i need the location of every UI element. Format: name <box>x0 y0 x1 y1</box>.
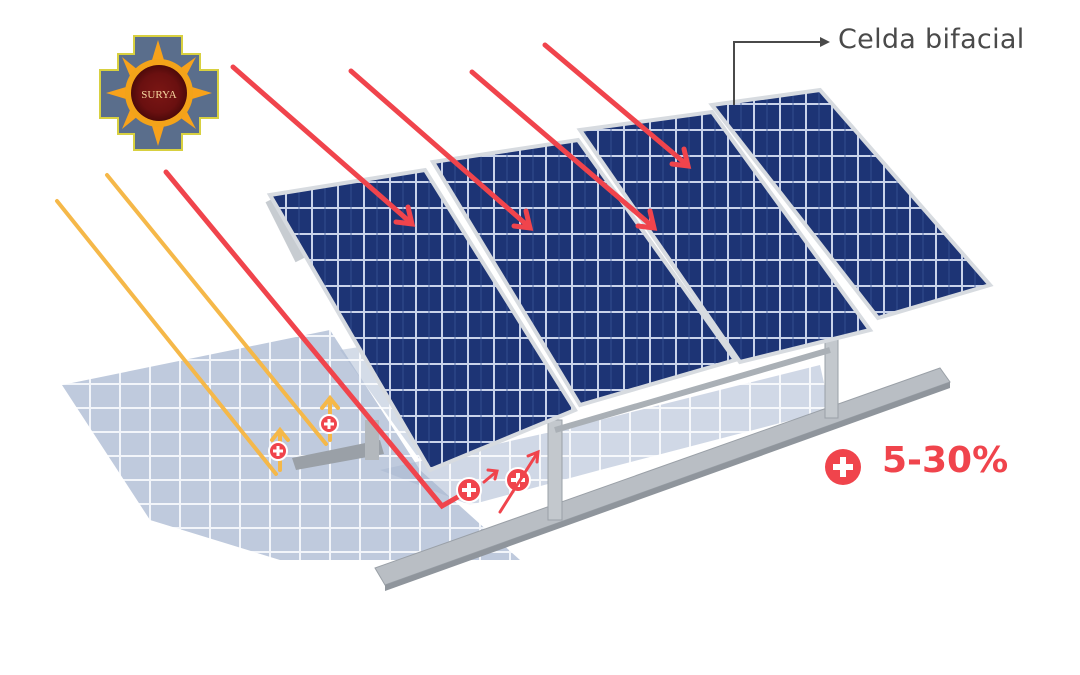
plus-badge-icon <box>268 441 288 461</box>
logo-text: SURYA <box>141 89 177 101</box>
bifacial-cell-callout: Celda bifacial <box>838 24 1025 55</box>
solar-panel-4 <box>708 87 994 321</box>
arrow-right-icon <box>482 468 499 484</box>
mounting-structure <box>265 197 951 591</box>
callout-leader <box>733 37 830 105</box>
gain-plus-icon <box>825 449 861 485</box>
solar-panel-3 <box>576 109 874 365</box>
plus-badge-icon <box>456 477 482 503</box>
solar-panel-1 <box>266 167 578 473</box>
arrow-up-icon <box>498 449 540 514</box>
plus-badge-icon <box>319 414 339 434</box>
energy-gain-label: 5-30% <box>882 440 1009 481</box>
sun-mandala-logo: SURYA <box>99 35 219 151</box>
